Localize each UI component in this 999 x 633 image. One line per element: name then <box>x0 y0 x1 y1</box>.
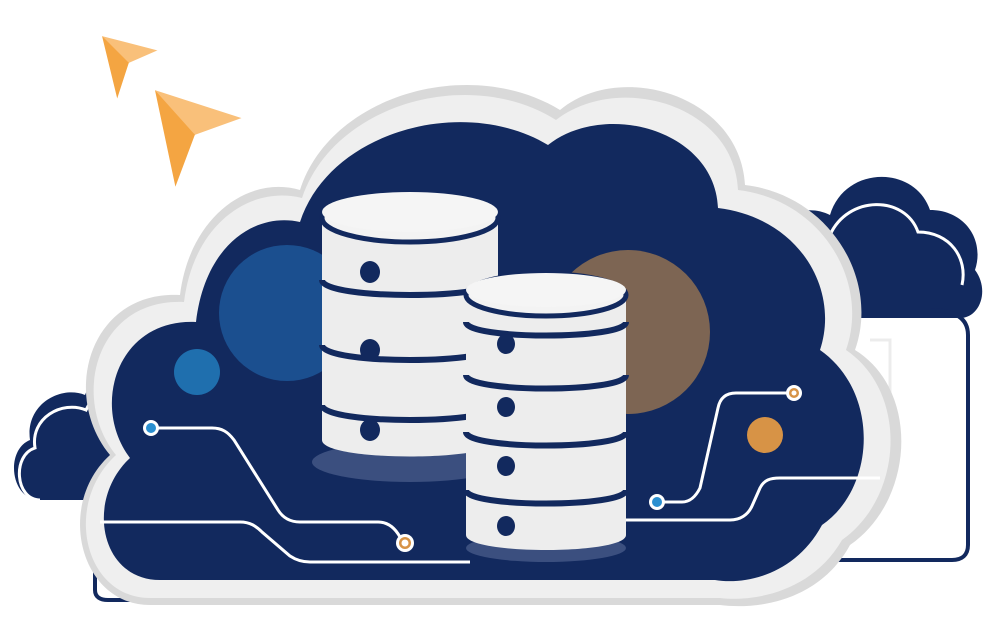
cursor-arrow-icon <box>151 86 248 194</box>
small-blue-bubble <box>174 349 220 395</box>
small-database-icon <box>463 271 629 562</box>
large-database-icon <box>312 191 508 482</box>
orange-dot <box>747 417 783 453</box>
circuit-lines <box>100 391 880 564</box>
left-outline-frame <box>93 400 460 602</box>
circuit-node-icon <box>143 385 802 552</box>
right-outline-frame <box>620 308 970 562</box>
cursor-arrow-icon <box>98 32 164 106</box>
